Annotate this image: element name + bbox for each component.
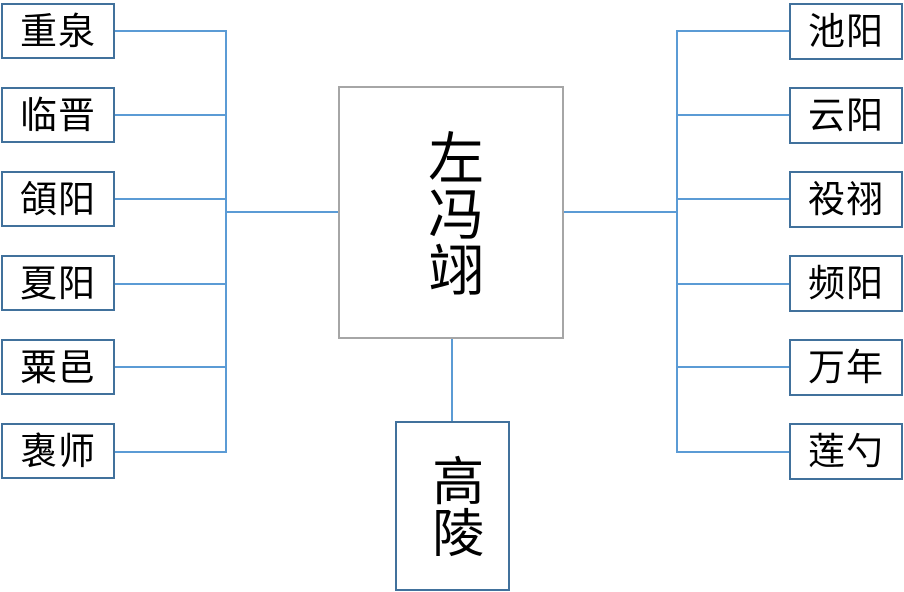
left-county-box-3: 頜阳 <box>1 171 115 227</box>
connector-left-to-center <box>225 211 340 213</box>
connector-left-3 <box>114 198 227 200</box>
center-commandery-label: 左冯翊 <box>418 128 484 297</box>
right-county-label: 频阳 <box>808 262 884 305</box>
right-county-label: 祋祤 <box>808 178 884 221</box>
right-county-label: 莲勺 <box>808 430 884 473</box>
left-county-label: 褢师 <box>20 429 96 473</box>
left-county-box-5: 粟邑 <box>1 339 115 395</box>
connector-right-2 <box>676 114 790 116</box>
connector-right-trunk <box>676 30 678 453</box>
right-county-label: 云阳 <box>808 94 884 137</box>
connector-left-4 <box>114 283 227 285</box>
left-county-label: 夏阳 <box>20 261 96 305</box>
connector-left-2 <box>114 114 227 116</box>
connector-left-6 <box>114 451 227 453</box>
right-county-label: 万年 <box>808 346 884 389</box>
right-county-box-5: 万年 <box>789 339 903 396</box>
connector-left-1 <box>114 30 227 32</box>
left-county-box-6: 褢师 <box>1 423 115 479</box>
right-county-box-3: 祋祤 <box>789 171 903 228</box>
left-county-box-1: 重泉 <box>1 3 115 59</box>
connector-center-to-right <box>562 211 678 213</box>
connector-right-3 <box>676 198 790 200</box>
right-county-label: 池阳 <box>808 10 884 53</box>
connector-right-5 <box>676 366 790 368</box>
left-county-box-4: 夏阳 <box>1 255 115 311</box>
connector-center-to-bottom <box>451 338 453 422</box>
left-county-label: 頜阳 <box>20 177 96 221</box>
connector-left-5 <box>114 366 227 368</box>
bottom-county-label: 高陵 <box>422 454 483 558</box>
left-county-label: 临晋 <box>20 93 96 137</box>
right-county-box-6: 莲勺 <box>789 423 903 480</box>
right-county-box-1: 池阳 <box>789 3 903 60</box>
connector-right-6 <box>676 451 790 453</box>
left-county-label: 重泉 <box>20 9 96 53</box>
right-county-box-4: 频阳 <box>789 255 903 312</box>
connector-left-trunk <box>225 30 227 453</box>
right-county-box-2: 云阳 <box>789 87 903 144</box>
connector-right-4 <box>676 283 790 285</box>
bottom-county-box: 高陵 <box>395 421 510 591</box>
left-county-label: 粟邑 <box>20 345 96 389</box>
connector-right-1 <box>676 30 790 32</box>
left-county-box-2: 临晋 <box>1 87 115 143</box>
center-commandery-box: 左冯翊 <box>338 86 564 339</box>
